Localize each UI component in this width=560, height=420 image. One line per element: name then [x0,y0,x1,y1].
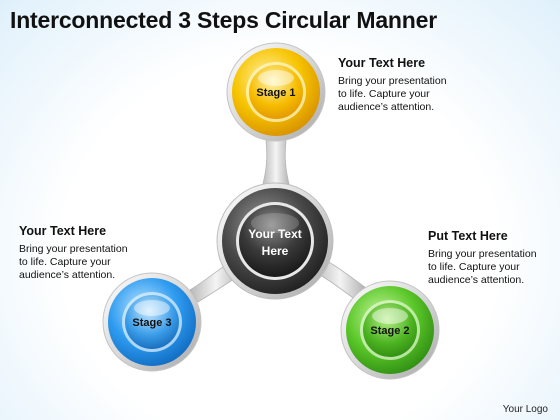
callout-right-heading: Put Text Here [428,229,508,243]
center-node: Your Text Here [216,182,334,300]
stage-3-node: Stage 3 [102,272,202,372]
center-label-line-2: Here [262,244,289,258]
connector-stage-1 [261,139,291,189]
stage-1-label: Stage 1 [256,87,295,99]
stage-1-node: Stage 1 [226,42,326,142]
page-title: Interconnected 3 Steps Circular Manner [10,7,437,33]
callout-left-body: Bring your presentation to life. Capture… [19,243,128,281]
stage-3-label: Stage 3 [132,317,171,329]
callout-left-heading: Your Text Here [19,224,107,238]
callout-left: Your Text Here Bring your presentation t… [19,224,137,282]
callout-top-right: Your Text Here Bring your presentation t… [338,56,456,114]
stage-2-label: Stage 2 [370,325,409,337]
callout-right: Put Text Here Bring your presentation to… [428,229,546,287]
stage-2-node: Stage 2 [340,280,440,380]
callout-top-right-body: Bring your presentation to life. Capture… [338,75,447,113]
center-label-line-1: Your Text [248,227,302,241]
logo-text: Your Logo [502,404,548,415]
callout-right-body: Bring your presentation to life. Capture… [428,248,537,286]
callout-top-right-heading: Your Text Here [338,56,426,70]
